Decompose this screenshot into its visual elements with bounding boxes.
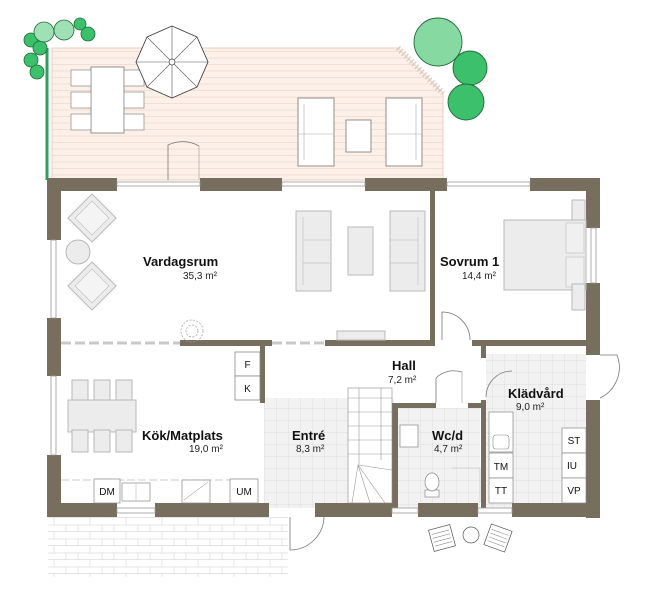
room-name: Klädvård xyxy=(508,386,564,401)
outdoor-table xyxy=(345,119,372,153)
kladvard-door-swing xyxy=(485,370,513,398)
room-vardagsrum: Vardagsrum 35,3 m² xyxy=(143,254,218,282)
chair xyxy=(70,69,92,87)
room-area: 7,2 m² xyxy=(388,375,417,386)
room-name: Vardagsrum xyxy=(143,254,218,269)
room-name: Kök/Matplats xyxy=(142,428,223,443)
bedroom-door-swing xyxy=(441,311,471,341)
side-table xyxy=(65,239,91,265)
water-heater-label: VP xyxy=(567,486,581,497)
pillow xyxy=(565,256,585,288)
room-kok-matplats: Kök/Matplats 19,0 m² xyxy=(142,428,224,455)
front-door-swing xyxy=(289,516,325,551)
pillow xyxy=(565,222,585,254)
fridge-label: F xyxy=(244,360,250,371)
dryer-label: TT xyxy=(495,486,507,497)
terrace-table xyxy=(90,66,125,134)
washer-label: TM xyxy=(494,462,508,473)
dining-table xyxy=(67,399,137,433)
room-sovrum-1: Sovrum 1 14,4 m² xyxy=(440,254,499,282)
chair xyxy=(123,113,145,131)
fireplace-icon xyxy=(180,319,204,343)
outdoor-sofa xyxy=(297,97,335,167)
armchair xyxy=(67,261,117,311)
toilet-icon xyxy=(424,472,440,498)
outdoor-sofa xyxy=(385,97,423,167)
wc-door-swing xyxy=(435,370,463,403)
dishwasher-label: DM xyxy=(99,487,115,498)
room-area: 9,0 m² xyxy=(516,402,545,413)
staircase xyxy=(347,387,393,504)
room-area: 19,0 m² xyxy=(189,444,224,455)
iu-label: IU xyxy=(567,461,577,472)
sofa xyxy=(389,210,426,292)
room-name: Hall xyxy=(392,358,416,373)
parasol-icon xyxy=(135,25,209,99)
room-entre: Entré 8,3 m² xyxy=(292,428,325,455)
front-paving xyxy=(48,517,288,577)
storage-label: ST xyxy=(568,436,581,447)
room-name: Entré xyxy=(292,428,325,443)
living-room-furniture xyxy=(65,193,426,343)
laundry-fixtures: TM TT ST IU VP xyxy=(488,411,587,504)
kitchen-counter: DM UM xyxy=(61,478,259,504)
chair xyxy=(70,91,92,109)
tree-cluster-top-right xyxy=(413,17,488,121)
fridge-freezer-unit: F K xyxy=(234,351,261,401)
room-name: Sovrum 1 xyxy=(440,254,499,269)
chair xyxy=(70,113,92,131)
room-name: Wc/d xyxy=(432,428,463,443)
windows xyxy=(50,181,597,514)
side-exterior-door-swing xyxy=(599,354,620,399)
chair xyxy=(123,91,145,109)
kitchen-dining-set xyxy=(67,379,137,453)
room-area: 8,3 m² xyxy=(296,444,325,455)
wc-sink-icon xyxy=(399,424,419,448)
coffee-table xyxy=(347,226,374,276)
terrace-door-swing xyxy=(167,141,200,180)
armchair xyxy=(67,193,117,243)
wc-shower xyxy=(452,467,481,503)
walls xyxy=(47,178,600,518)
room-kladvard: Klädvård 9,0 m² xyxy=(508,386,564,413)
tree-cluster-top-left xyxy=(23,17,96,80)
room-area: 35,3 m² xyxy=(183,271,218,282)
room-area: 4,7 m² xyxy=(434,444,463,455)
freezer-label: K xyxy=(244,384,251,395)
room-area: 14,4 m² xyxy=(462,271,497,282)
nightstand xyxy=(571,283,586,311)
room-hall: Hall 7,2 m² xyxy=(388,358,417,386)
microwave-label: UM xyxy=(236,487,252,498)
terrace-lounge-set xyxy=(297,97,423,167)
room-wc: Wc/d 4,7 m² xyxy=(432,428,463,455)
sofa xyxy=(295,210,332,292)
terrace-dining-set xyxy=(70,66,145,134)
bedroom-furniture xyxy=(503,199,587,311)
tv-bench xyxy=(336,330,386,341)
front-patio-set xyxy=(428,523,513,553)
